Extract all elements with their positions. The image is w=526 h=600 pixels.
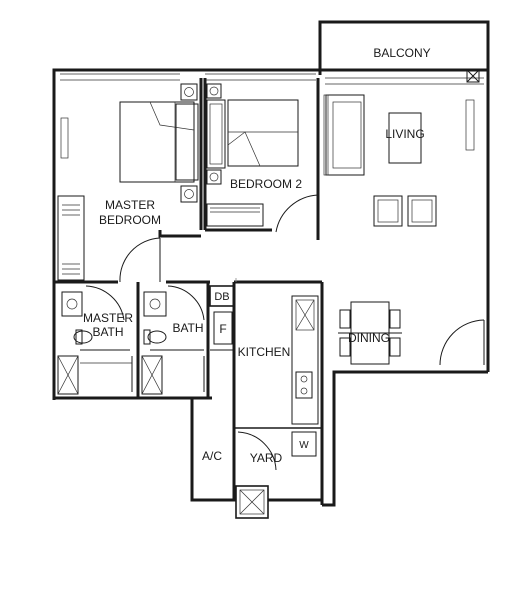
- master-wardrobe: [175, 103, 199, 181]
- sofa: [325, 94, 365, 176]
- bedroom2-door: [275, 194, 319, 240]
- entrance-door: [439, 319, 485, 366]
- yard-door: [237, 431, 277, 471]
- label-db: DB: [214, 291, 229, 303]
- interior-walls: [54, 78, 324, 500]
- master-bed: [119, 101, 195, 183]
- label-fridge: F: [219, 322, 226, 336]
- bedroom2-wardrobe: [206, 99, 226, 169]
- label-dining: DINING: [348, 331, 390, 345]
- coffee-table: [388, 112, 422, 164]
- master-left-wardrobe: [57, 195, 85, 281]
- exterior-walls: [52, 20, 490, 507]
- label-washer: W: [299, 440, 309, 451]
- bath-fixtures: [141, 285, 205, 395]
- label-master-bedroom-1: MASTER: [105, 198, 155, 212]
- fridge-box: [213, 311, 233, 345]
- label-yard: YARD: [250, 451, 283, 465]
- label-kitchen: KITCHEN: [238, 345, 291, 359]
- label-balcony: BALCONY: [373, 46, 430, 60]
- kitchen-counter: [291, 295, 319, 425]
- balcony-area: [466, 69, 480, 83]
- service-shaft: [235, 485, 269, 519]
- dining-set: [338, 301, 402, 365]
- bedroom2-desk: [206, 203, 264, 227]
- label-bedroom2: BEDROOM 2: [230, 177, 302, 191]
- top-windows: [60, 73, 484, 85]
- label-bath: BATH: [172, 321, 203, 335]
- label-master-bath-1: MASTER: [83, 311, 133, 325]
- washer: [291, 431, 317, 457]
- label-ac: A/C: [202, 449, 222, 463]
- room-labels: BALCONY LIVING BEDROOM 2 MASTER BEDROOM …: [83, 46, 431, 465]
- living-window-left: [323, 94, 329, 176]
- master-bath-fixtures: [57, 285, 133, 395]
- label-living: LIVING: [385, 127, 424, 141]
- bedroom2-lamps: [206, 83, 222, 185]
- master-lamps: [180, 83, 198, 203]
- label-master-bedroom-2: BEDROOM: [99, 213, 161, 227]
- master-window: [60, 117, 69, 159]
- armchairs: [373, 195, 437, 227]
- label-master-bath-2: BATH: [92, 325, 123, 339]
- living-window-right: [465, 99, 475, 151]
- bedroom2-bed: [227, 99, 299, 167]
- master-bedroom-door: [119, 237, 161, 283]
